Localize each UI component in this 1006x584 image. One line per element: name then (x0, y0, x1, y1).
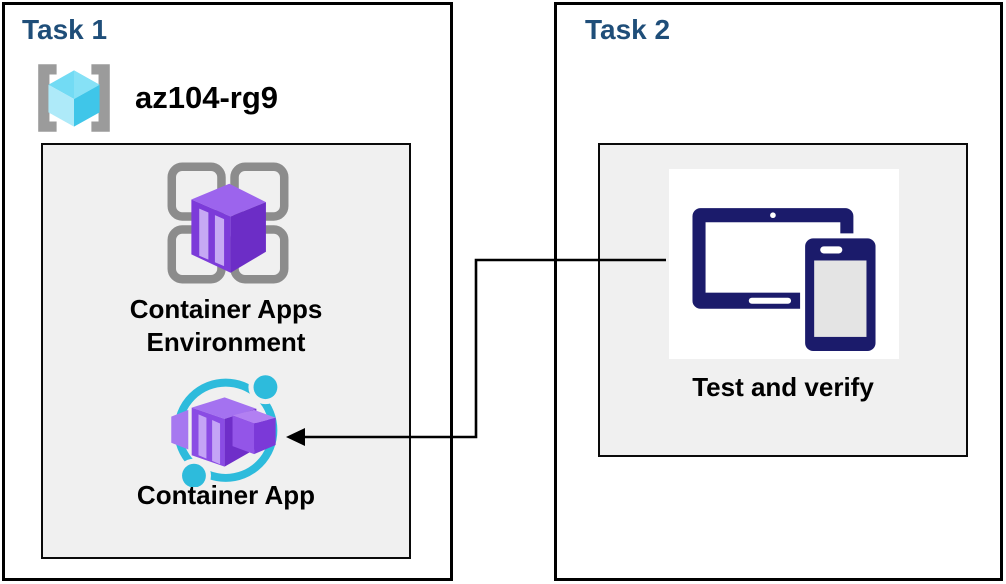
tablet-camera (770, 212, 776, 219)
test-and-verify-label: Test and verify (692, 372, 874, 402)
cube-left-face (48, 84, 74, 127)
app-box-left (171, 409, 189, 450)
cube-right-face (74, 84, 100, 127)
phone-speaker (820, 246, 843, 254)
env-box-top-face (191, 183, 266, 217)
app-right-box-side (254, 417, 276, 455)
app-box-stripe (212, 420, 221, 465)
env-box-stripe (214, 215, 225, 267)
resource-group-name: az104-rg9 (135, 80, 279, 115)
task1-panel: Task 1 az104-rg9 (2, 2, 453, 581)
app-right-box-front (232, 415, 255, 455)
env-box-right-face (230, 202, 266, 273)
resource-group: az104-rg9 (29, 59, 278, 137)
container-app-icon (171, 370, 283, 487)
resource-group-icon (38, 64, 110, 132)
tablet-home-bar (748, 297, 792, 304)
env-box-stripe (199, 208, 209, 260)
task2-inner-panel: Test and verify (598, 143, 968, 457)
right-bracket-shape (91, 64, 110, 132)
task2-panel: Task 2 Test and verify (554, 2, 1003, 581)
container-app-label: Container App (136, 480, 316, 510)
orbit-dot-top (253, 375, 278, 400)
phone-screen (814, 260, 867, 337)
container-apps-environment-icon (167, 162, 289, 284)
left-bracket-shape (38, 64, 57, 132)
environment-label: Container Apps Environment (129, 294, 323, 358)
devices-plate (669, 169, 899, 359)
cube-top-right-face (74, 70, 100, 100)
task1-inner-panel: Container Apps Environment (41, 143, 411, 559)
task2-title: Task 2 (585, 14, 671, 45)
app-right-box-top (232, 409, 276, 424)
app-box-stripe (198, 414, 207, 459)
devices-icon (692, 208, 881, 352)
task1-title: Task 1 (22, 14, 108, 45)
orbit-dot-bottom (182, 463, 206, 487)
